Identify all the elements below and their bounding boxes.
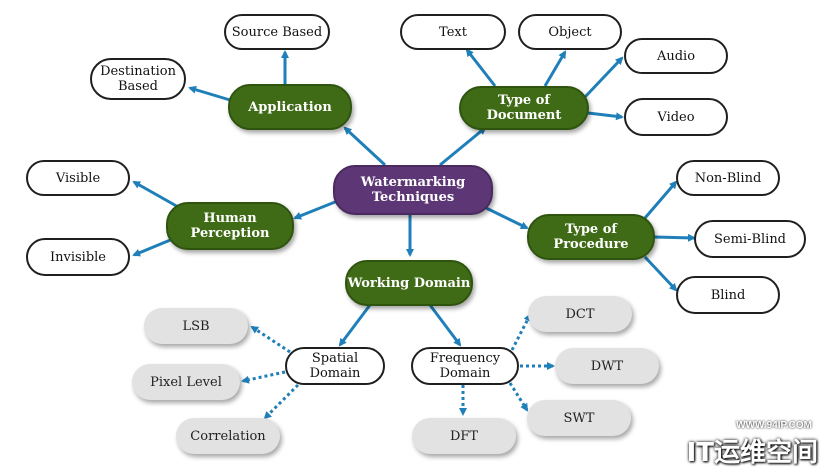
edge-document-object [543,50,567,87]
correlation-node: Correlation [176,418,280,454]
non-blind-label: Non-Blind [694,170,762,186]
edge-procedure-nonblind [643,180,678,219]
video-node: Video [624,98,728,136]
working-domain-node: Working Domain [345,260,473,306]
edge-frequency-dct [510,313,532,351]
visible-label: Visible [55,170,101,186]
invisible-label: Invisible [49,249,106,265]
source-based-label: Source Based [231,24,323,40]
semi-blind-node: Semi-Blind [694,220,806,258]
application-node: Application [228,84,352,130]
audio-label: Audio [656,48,696,64]
dft-label: DFT [449,428,479,444]
edge-document-text [465,48,497,87]
center-node: Watermarking Techniques [333,165,493,215]
edge-document-video [587,111,624,121]
edge-domain-frequency [428,304,462,347]
dct-label: DCT [565,306,595,322]
dft-node: DFT [412,418,516,454]
edge-procedure-semiblind [653,233,696,242]
source-based-node: Source Based [224,14,330,50]
visible-node: Visible [26,160,130,196]
edge-document-audio [583,56,624,99]
working-domain-label: Working Domain [347,275,471,291]
dct-node: DCT [528,296,632,332]
edge-spatial-pixel [241,370,286,384]
watermark-url: WWW.94IP.COM [736,420,812,431]
human-perception-node: Human Perception [166,202,294,250]
lsb-label: LSB [182,318,210,334]
edge-spatial-correlation [263,383,300,420]
correlation-label: Correlation [190,428,266,444]
frequency-domain-node: Frequency Domain [411,347,519,385]
type-of-procedure-label: Type of Procedure [553,222,629,252]
lsb-node: LSB [144,308,248,344]
semi-blind-label: Semi-Blind [713,231,787,247]
frequency-domain-label: Frequency Domain [429,351,501,381]
pixel-level-label: Pixel Level [150,374,222,390]
edge-application-destination [188,85,231,102]
object-node: Object [518,14,622,50]
human-perception-label: Human Perception [190,211,270,241]
text-node: Text [400,14,506,50]
spatial-domain-label: Spatial Domain [309,351,361,381]
text-label: Text [439,24,467,40]
dwt-node: DWT [555,348,659,384]
destination-based-label: Destination Based [100,64,176,94]
edge-spatial-lsb [250,325,291,354]
dwt-label: DWT [590,358,624,374]
edge-center-document [439,126,487,167]
object-label: Object [548,24,592,40]
edge-center-procedure [479,203,529,230]
blind-node: Blind [676,276,780,314]
application-label: Application [248,99,332,115]
pixel-level-node: Pixel Level [132,364,240,400]
edge-domain-spatial [338,304,372,347]
center-label: Watermarking Techniques [360,175,466,205]
edge-perception-visible [132,180,181,210]
non-blind-node: Non-Blind [676,160,780,196]
swt-node: SWT [527,400,631,436]
type-of-procedure-node: Type of Procedure [527,214,655,260]
invisible-node: Invisible [26,238,130,276]
edge-frequency-swt [508,382,529,412]
type-of-document-node: Type of Document [459,86,589,130]
type-of-document-label: Type of Document [486,93,562,123]
edge-center-application [343,126,387,167]
watermark-brand: IT运维空间 [686,438,818,468]
destination-based-node: Destination Based [90,58,186,100]
edge-procedure-blind [643,255,678,292]
audio-node: Audio [624,38,728,74]
spatial-domain-node: Spatial Domain [285,347,385,385]
swt-label: SWT [563,410,595,426]
blind-label: Blind [710,287,746,303]
video-label: Video [657,109,695,125]
